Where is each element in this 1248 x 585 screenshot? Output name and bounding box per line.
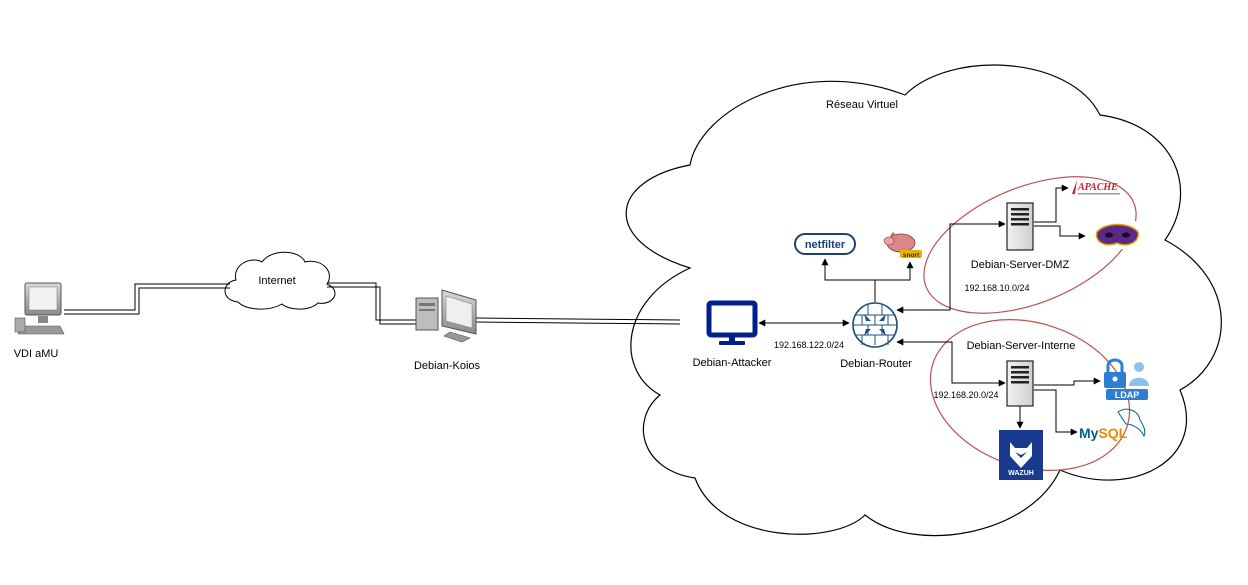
virtual-network-cloud xyxy=(625,64,1222,537)
dmz-label: Debian-Server-DMZ xyxy=(971,259,1070,271)
router-firewall-icon[interactable] xyxy=(852,302,898,348)
apache-feather-logo: APACHE xyxy=(1072,180,1120,195)
svg-text:netfilter: netfilter xyxy=(805,239,846,251)
cloud-title: Réseau Virtuel xyxy=(826,99,898,111)
internet-label: Internet xyxy=(258,275,295,287)
snort-pig-logo: snort xyxy=(883,232,922,259)
svg-text:MySQL: MySQL xyxy=(1079,425,1128,441)
svg-text:LDAP: LDAP xyxy=(1115,390,1140,400)
svg-text:snort: snort xyxy=(903,252,920,259)
interne-label: Debian-Server-Interne xyxy=(967,340,1076,352)
svg-text:APACHE: APACHE xyxy=(1077,182,1118,193)
attacker-subnet: 192.168.122.0/24 xyxy=(774,340,844,350)
wan-links xyxy=(64,282,681,325)
vdi-workstation-icon[interactable] xyxy=(14,282,65,335)
interne-subnet: 192.168.20.0/24 xyxy=(933,390,998,400)
interne-server-icon[interactable] xyxy=(1006,360,1034,407)
dmz-subnet: 192.168.10.0/24 xyxy=(964,283,1029,293)
dmz-server-icon[interactable] xyxy=(1006,202,1034,251)
attacker-label: Debian-Attacker xyxy=(693,357,772,369)
svg-text:WAZUH: WAZUH xyxy=(1008,470,1034,477)
ldap-logo: LDAP xyxy=(1104,358,1149,400)
wazuh-logo: WAZUH xyxy=(999,430,1043,480)
koios-workstation-icon[interactable] xyxy=(415,289,477,343)
mysql-dolphin-logo: MySQL xyxy=(1079,408,1146,441)
mask-logo xyxy=(1088,221,1142,249)
koios-label: Debian-Koios xyxy=(414,360,481,372)
internet-cloud xyxy=(224,251,336,310)
connectors xyxy=(758,184,1101,436)
router-label: Debian-Router xyxy=(840,358,912,370)
netfilter-logo: netfilter xyxy=(794,233,856,255)
vdi-label: VDI aMU xyxy=(14,348,59,360)
attacker-monitor-icon[interactable] xyxy=(706,300,758,345)
